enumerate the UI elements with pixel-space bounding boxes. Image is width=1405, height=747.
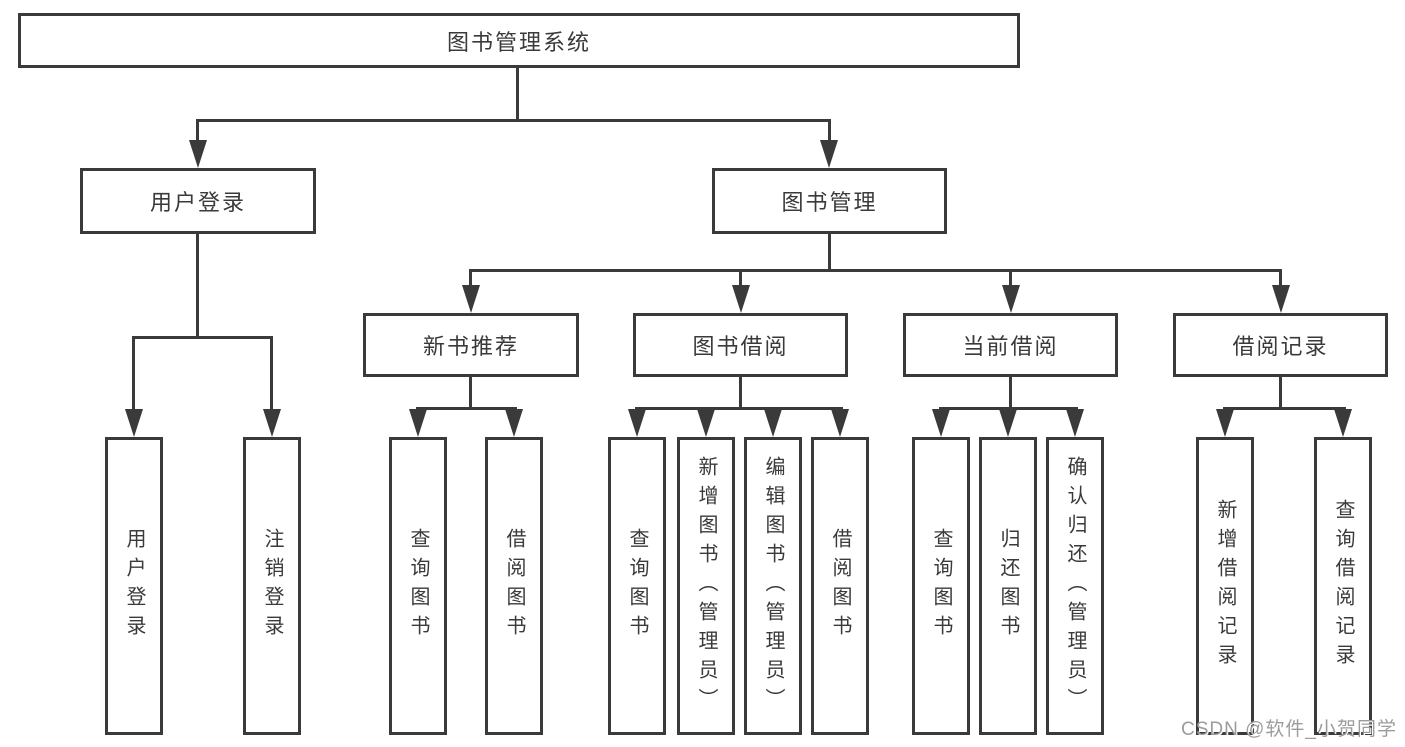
node-leaf-edit-books-admin: 编辑图书（管理员） (744, 437, 802, 735)
arrow-down-icon (1334, 409, 1352, 437)
node-leaf-add-books-admin: 新增图书（管理员） (677, 437, 735, 735)
node-leaf-borrow-books-2-label: 借阅图书 (829, 528, 851, 644)
connector-line-h (196, 119, 831, 122)
connector-line-v (196, 234, 199, 336)
connector-line-v (516, 68, 519, 119)
node-leaf-add-books-admin-label: 新增图书（管理员） (695, 455, 717, 717)
node-leaf-query-borrow-record-label: 查询借阅记录 (1332, 499, 1354, 673)
arrow-down-icon (1272, 285, 1290, 313)
node-borrow-records: 借阅记录 (1173, 313, 1388, 377)
node-leaf-borrow-books-1-label: 借阅图书 (503, 528, 525, 644)
node-leaf-edit-books-admin-label: 编辑图书（管理员） (762, 455, 784, 717)
arrow-down-icon (831, 409, 849, 437)
node-user-login-label: 用户登录 (149, 190, 246, 215)
node-book-management: 图书管理 (712, 168, 947, 234)
node-leaf-logout: 注销登录 (243, 437, 301, 735)
node-leaf-query-books-1: 查询图书 (389, 437, 447, 735)
arrow-down-icon (409, 409, 427, 437)
arrow-down-icon (820, 140, 838, 168)
node-leaf-query-books-2-label: 查询图书 (626, 528, 648, 644)
node-leaf-user-login-label: 用户登录 (123, 528, 145, 644)
node-leaf-query-books-2: 查询图书 (608, 437, 666, 735)
node-leaf-add-borrow-record: 新增借阅记录 (1196, 437, 1254, 735)
node-root: 图书管理系统 (18, 13, 1020, 68)
node-current-borrow: 当前借阅 (903, 313, 1118, 377)
arrow-down-icon (764, 409, 782, 437)
node-leaf-query-books-3-label: 查询图书 (930, 528, 952, 644)
node-borrow-records-label: 借阅记录 (1232, 334, 1329, 359)
connector-line-v (469, 269, 472, 285)
node-root-label: 图书管理系统 (446, 29, 591, 55)
arrow-down-icon (1002, 285, 1020, 313)
node-new-book-recommend: 新书推荐 (363, 313, 579, 377)
node-leaf-add-borrow-record-label: 新增借阅记录 (1214, 499, 1236, 673)
node-leaf-confirm-return-admin-label: 确认归还（管理员） (1064, 455, 1086, 717)
connector-line-h (469, 269, 1282, 272)
connector-line-v (1279, 269, 1282, 285)
node-user-login: 用户登录 (80, 168, 316, 234)
arrow-down-icon (125, 409, 143, 437)
arrow-down-icon (462, 285, 480, 313)
connector-line-v (469, 377, 472, 407)
connector-line-h (132, 336, 273, 339)
node-leaf-query-books-1-label: 查询图书 (407, 528, 429, 644)
connector-line-v (1009, 269, 1012, 285)
node-book-borrow-label: 图书借阅 (692, 334, 789, 359)
csdn-watermark: CSDN @软件_小贺同学 (1181, 719, 1397, 740)
arrow-down-icon (505, 409, 523, 437)
connector-line-v (739, 269, 742, 285)
node-leaf-query-books-3: 查询图书 (912, 437, 970, 735)
node-book-borrow: 图书借阅 (633, 313, 848, 377)
node-leaf-confirm-return-admin: 确认归还（管理员） (1046, 437, 1104, 735)
connector-line-h (1223, 407, 1346, 410)
arrow-down-icon (628, 409, 646, 437)
arrow-down-icon (932, 409, 950, 437)
arrow-down-icon (1216, 409, 1234, 437)
connector-line-h (635, 407, 843, 410)
connector-line-v (1279, 377, 1282, 407)
arrow-down-icon (263, 409, 281, 437)
node-leaf-return-books: 归还图书 (979, 437, 1037, 735)
arrow-down-icon (732, 285, 750, 313)
connector-line-v (739, 377, 742, 407)
node-leaf-query-borrow-record: 查询借阅记录 (1314, 437, 1372, 735)
connector-line-v (270, 336, 273, 409)
arrow-down-icon (697, 409, 715, 437)
connector-line-v (828, 234, 831, 269)
node-leaf-user-login: 用户登录 (105, 437, 163, 735)
arrow-down-icon (1066, 409, 1084, 437)
connector-line-h (939, 407, 1078, 410)
node-leaf-return-books-label: 归还图书 (997, 528, 1019, 644)
node-leaf-borrow-books-2: 借阅图书 (811, 437, 869, 735)
connector-line-v (132, 336, 135, 409)
node-leaf-logout-label: 注销登录 (261, 528, 283, 644)
node-current-borrow-label: 当前借阅 (962, 334, 1059, 359)
connector-line-v (1009, 377, 1012, 407)
node-book-management-label: 图书管理 (781, 190, 878, 215)
arrow-down-icon (999, 409, 1017, 437)
connector-line-h (416, 407, 517, 410)
connector-line-v (828, 119, 831, 140)
node-new-book-recommend-label: 新书推荐 (422, 334, 519, 359)
connector-line-v (196, 119, 199, 140)
node-leaf-borrow-books-1: 借阅图书 (485, 437, 543, 735)
arrow-down-icon (189, 140, 207, 168)
